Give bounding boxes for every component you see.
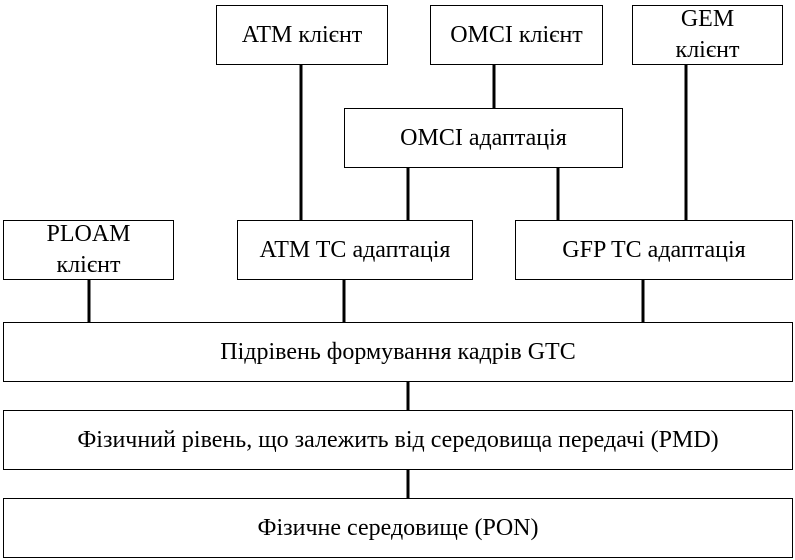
gtc-framing-sublayer-block: Підрівень формування кадрів GTC	[3, 322, 793, 382]
atm-client-block: ATM клієнт	[216, 5, 388, 65]
gem-client-block: GEM клієнт	[632, 5, 783, 65]
pon-medium-block: Фізичне середовище (PON)	[3, 498, 793, 558]
atm-tc-adaptation-block: ATM TC адаптація	[237, 220, 473, 280]
ploam-client-block: PLOAM клієнт	[3, 220, 174, 280]
omci-adaptation-block: OMCI адаптація	[344, 108, 623, 168]
gfp-tc-adaptation-block: GFP TC адаптація	[515, 220, 793, 280]
pmd-layer-block: Фізичний рівень, що залежить від середов…	[3, 410, 793, 470]
omci-client-block: OMCI клієнт	[430, 5, 603, 65]
